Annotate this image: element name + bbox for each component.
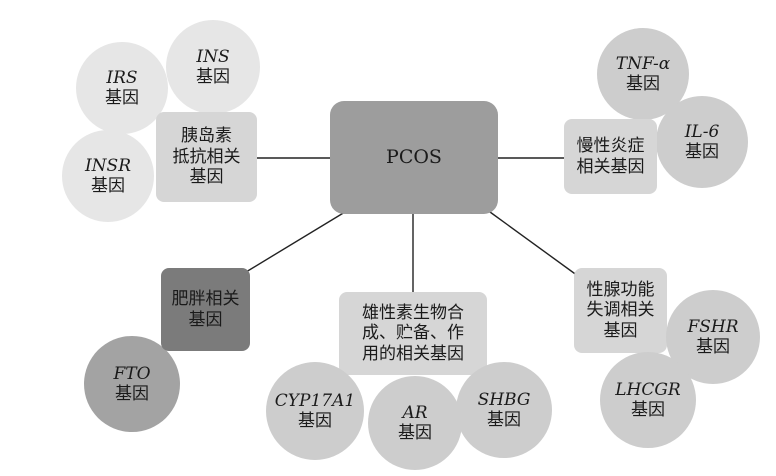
pcos-label: PCOS: [386, 146, 442, 169]
gene-suffix: 基因: [487, 410, 521, 430]
category-line: 抵抗相关: [172, 146, 241, 167]
gene-circle-irs: IRS 基因: [76, 42, 168, 134]
edge-pcos-gonad: [489, 211, 579, 277]
gene-circle-fshr: FSHR 基因: [666, 290, 760, 384]
category-line: 基因: [603, 320, 638, 341]
category-androgen-biosynthesis: 雄性素生物合 成、贮备、作 用的相关基因: [339, 292, 487, 375]
category-line: 失调相关: [586, 300, 655, 321]
category-obesity: 肥胖相关 基因: [161, 268, 250, 351]
gene-circle-ar: AR 基因: [368, 376, 462, 470]
gene-circle-insr: INSR 基因: [62, 130, 154, 222]
gene-symbol: FSHR: [687, 316, 739, 337]
gene-symbol: CYP17A1: [274, 390, 356, 411]
category-gonadal-dysfunction: 性腺功能 失调相关 基因: [574, 268, 667, 353]
gene-symbol: IRS: [106, 67, 138, 88]
category-line: 胰岛素: [181, 126, 232, 147]
gene-circle-shbg: SHBG 基因: [456, 362, 552, 458]
gene-symbol: AR: [402, 402, 428, 423]
category-line: 肥胖相关: [171, 289, 240, 310]
gene-symbol: LHCGR: [615, 379, 681, 400]
gene-suffix: 基因: [115, 384, 149, 404]
gene-circle-lhcgr: LHCGR 基因: [600, 352, 696, 448]
gene-symbol: INS: [196, 46, 230, 67]
gene-suffix: 基因: [626, 74, 660, 94]
gene-suffix: 基因: [398, 423, 432, 443]
gene-suffix: 基因: [631, 400, 665, 420]
gene-symbol: INSR: [84, 155, 132, 176]
edge-pcos-obesity: [245, 211, 346, 273]
category-line: 慢性炎症: [576, 136, 645, 157]
gene-symbol: FTO: [113, 363, 151, 384]
category-line: 用的相关基因: [362, 343, 464, 364]
pcos-center-node: PCOS: [330, 101, 498, 214]
gene-suffix: 基因: [196, 67, 230, 87]
gene-suffix: 基因: [696, 337, 730, 357]
category-insulin-resistance: 胰岛素 抵抗相关 基因: [156, 112, 257, 202]
gene-symbol: IL-6: [684, 121, 720, 142]
category-line: 相关基因: [576, 156, 645, 177]
category-chronic-inflammation: 慢性炎症 相关基因: [564, 119, 657, 194]
gene-suffix: 基因: [91, 176, 125, 196]
gene-circle-cyp17a1: CYP17A1 基因: [266, 362, 364, 460]
gene-circle-fto: FTO 基因: [84, 336, 180, 432]
gene-symbol: TNF-α: [615, 53, 671, 74]
gene-circle-il6: IL-6 基因: [656, 96, 748, 188]
category-line: 雄性素生物合: [362, 302, 464, 323]
gene-suffix: 基因: [685, 142, 719, 162]
category-line: 基因: [189, 167, 224, 188]
gene-circle-ins: INS 基因: [166, 20, 260, 114]
gene-suffix: 基因: [105, 88, 139, 108]
category-line: 基因: [188, 309, 223, 330]
category-line: 性腺功能: [586, 279, 655, 300]
gene-suffix: 基因: [298, 411, 332, 431]
category-line: 成、贮备、作: [362, 323, 464, 344]
gene-symbol: SHBG: [477, 389, 531, 410]
